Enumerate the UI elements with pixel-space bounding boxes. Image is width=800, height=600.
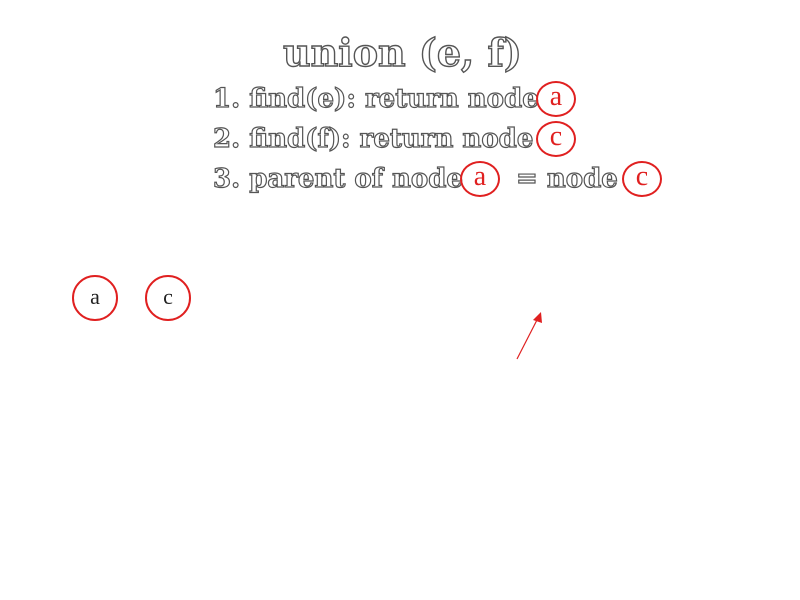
tree-node-c: c bbox=[145, 275, 191, 321]
annotation-arrow-head bbox=[533, 312, 542, 323]
step-3-node-a: a bbox=[460, 161, 500, 197]
tree-node-a: a bbox=[72, 275, 118, 321]
step-3-text-suffix: = node bbox=[515, 164, 618, 194]
step-1-text: 1. find(e): return node bbox=[212, 84, 539, 114]
step-3-text-prefix: 3. parent of node bbox=[212, 164, 463, 194]
step-3-node-c: c bbox=[622, 161, 662, 197]
step-2-text: 2. find(f): return node bbox=[212, 124, 534, 154]
slide-title: union (e, f) bbox=[282, 30, 522, 75]
annotation-arrow-line bbox=[516, 317, 539, 360]
step-1-node-a: a bbox=[536, 81, 576, 117]
step-2-node-c: c bbox=[536, 121, 576, 157]
